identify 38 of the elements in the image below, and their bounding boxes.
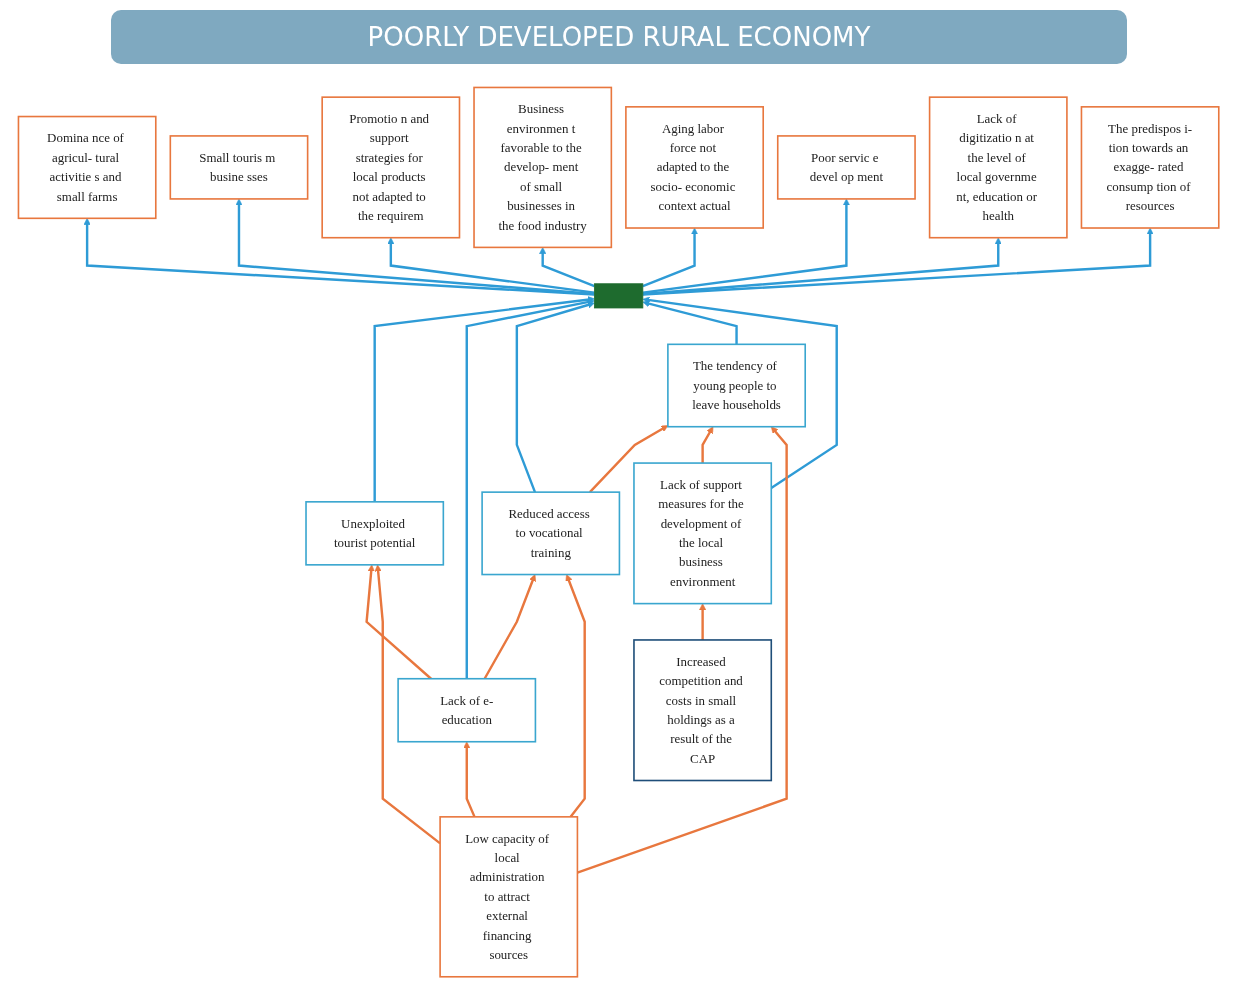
node-box: Promotio n and support strategies for local products not adapted to the requirem [321, 96, 461, 239]
arrow [565, 574, 587, 818]
arrow [465, 298, 596, 679]
arrow [365, 564, 433, 680]
node-box: The predispos i-tion towards an exagge- rated consump tion of resources [1081, 105, 1220, 229]
arrow [642, 227, 699, 288]
title-banner: POORLY DEVELOPED RURAL ECONOMY [111, 10, 1127, 64]
node-box: Lack of digitizatio n at the level of local governme nt, education or health [929, 96, 1069, 239]
node-box: Lack of e-education [397, 677, 537, 743]
arrow [373, 296, 596, 502]
arrow [539, 246, 596, 288]
arrow [235, 198, 595, 295]
arrow [463, 741, 477, 818]
node-box: Poor servic e devel op ment [777, 135, 917, 200]
arrow [387, 237, 595, 294]
arrow [642, 300, 739, 345]
node-box: The tendency of young people to leave households [667, 343, 807, 428]
arrow [589, 425, 669, 493]
arrow [642, 296, 839, 489]
node-box: Domina nce of agricul- tural activitie s and small farms [18, 115, 157, 219]
arrow [699, 603, 707, 640]
arrow [83, 217, 595, 296]
node-box: Reduced access to vocational training [481, 491, 621, 576]
arrow [483, 574, 537, 680]
arrow [701, 426, 714, 463]
arrow [643, 227, 1155, 296]
node-box: Low capacity of local administration to attract external financing sources [439, 815, 579, 978]
arrow [577, 426, 789, 874]
arrow [643, 237, 1003, 295]
node-box: Aging labor force not adapted to the socio- economic context actual [625, 105, 765, 229]
node-box: Increased competition and costs in small holdings as a result of the CAP [633, 639, 773, 782]
arrow [643, 198, 851, 294]
arrow [516, 301, 596, 493]
node-box: Unexploited tourist potential [305, 500, 445, 566]
node-box: Lack of support measures for the development of the local business environment [633, 462, 773, 605]
node-box: Business environmen t favorable to the develop- ment of small businesses in the food industry [473, 86, 613, 249]
node-bar [594, 283, 644, 309]
node-box: Small touris m busine sses [169, 135, 309, 200]
